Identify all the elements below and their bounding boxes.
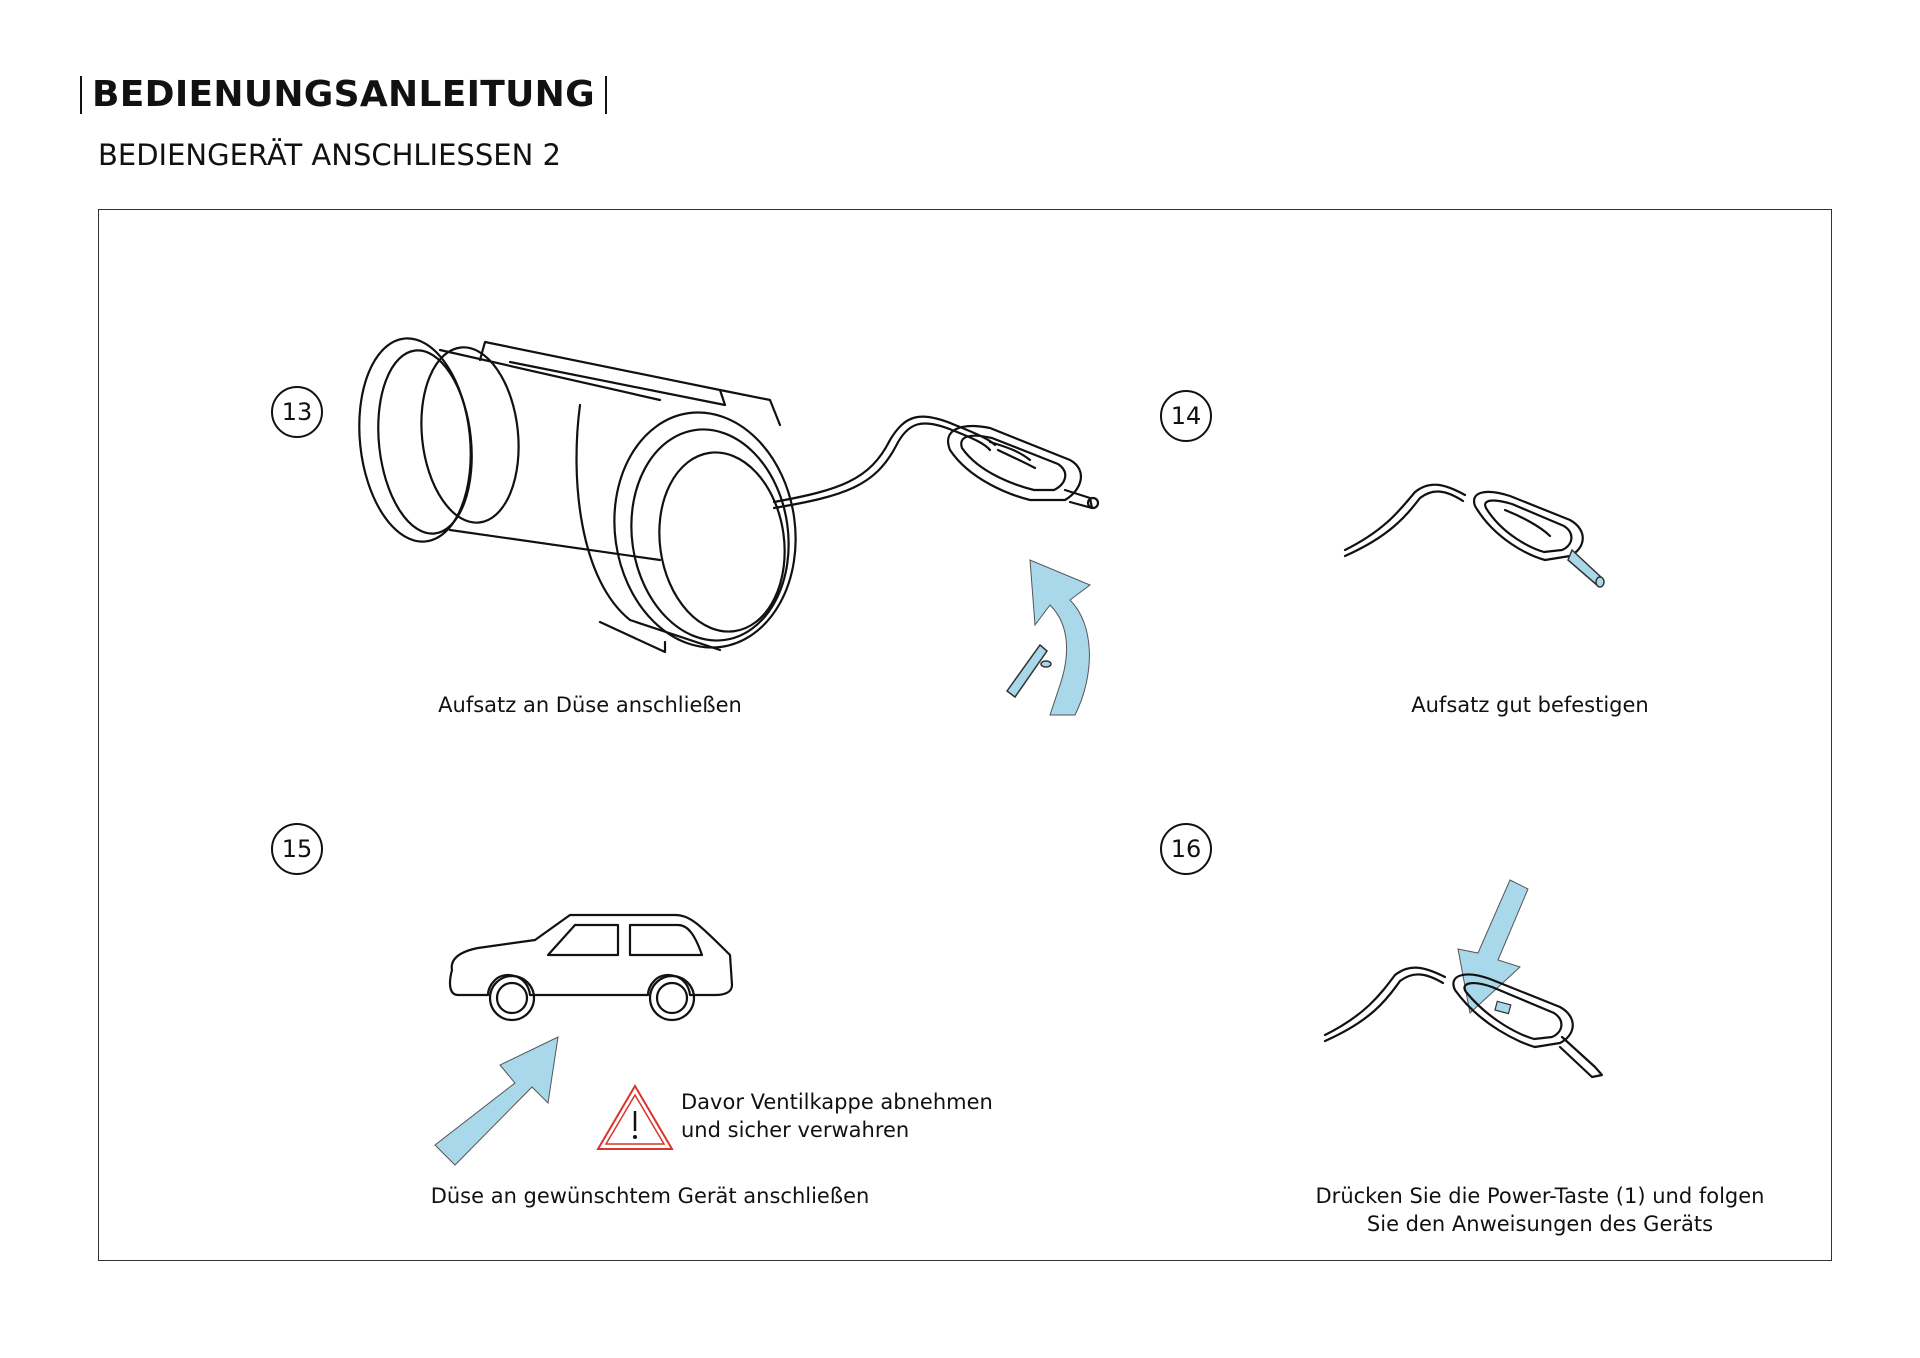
- title-divider-right: [604, 75, 607, 114]
- step-15-caption: Düse an gewünschtem Gerät anschließen: [430, 1184, 870, 1208]
- power-button-press-illustration: [1323, 879, 1604, 1079]
- car-illustration: [448, 913, 734, 1022]
- step-number-15: 15: [271, 823, 323, 875]
- step-number-14: 14: [1160, 390, 1212, 442]
- header-title: BEDIENUNGSANLEITUNG: [80, 74, 607, 115]
- step-number-13: 13: [271, 386, 323, 438]
- page-subtitle: BEDIENGERÄT ANSCHLIESSEN 2: [98, 138, 561, 172]
- title-divider-left: [80, 75, 82, 114]
- blue-arrow-icon: [434, 1036, 559, 1166]
- step-16-caption: Drücken Sie die Power-Taste (1) und folg…: [1300, 1182, 1780, 1238]
- warning-line-1: Davor Ventilkappe abnehmen: [681, 1090, 993, 1114]
- warning-triangle-icon: [596, 1084, 674, 1150]
- step-13-caption: Aufsatz an Düse anschließen: [438, 693, 742, 717]
- warning-text: Davor Ventilkappe abnehmen und sicher ve…: [681, 1088, 993, 1144]
- nozzle-adapter-illustration: [1343, 483, 1605, 588]
- step-number-16: 16: [1160, 823, 1212, 875]
- warning-line-2: und sicher verwahren: [681, 1118, 910, 1142]
- step-16-caption-line-2: Sie den Anweisungen des Geräts: [1366, 1212, 1714, 1236]
- page-title: BEDIENUNGSANLEITUNG: [92, 74, 595, 115]
- instruction-frame: [98, 209, 1832, 1261]
- pump-nozzle-illustration: [358, 337, 1100, 716]
- step-14-caption: Aufsatz gut befestigen: [1411, 693, 1649, 717]
- step-16-caption-line-1: Drücken Sie die Power-Taste (1) und folg…: [1315, 1184, 1765, 1208]
